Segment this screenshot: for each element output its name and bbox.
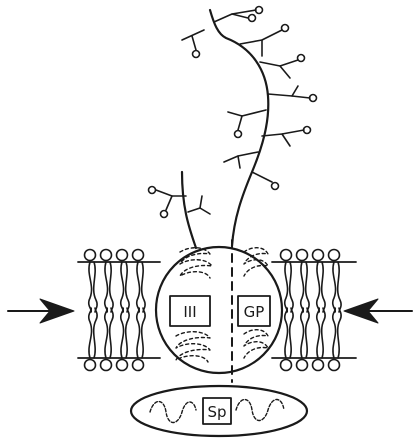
left-lipid-tails <box>89 262 145 358</box>
left-lipid-heads-bottom <box>85 360 144 371</box>
left-lipid-heads-top <box>85 250 144 261</box>
band3-carbohydrate <box>149 172 211 248</box>
right-bilayer <box>272 250 356 371</box>
spectrin-label: Sp <box>207 403 226 421</box>
band3-label: III <box>183 303 196 321</box>
spectrin: Sp <box>131 386 307 436</box>
chain-branches <box>182 7 317 190</box>
right-lipid-heads-bottom <box>281 360 340 371</box>
glycophorin-label: GP <box>244 303 265 321</box>
right-arrow <box>344 299 412 323</box>
right-lipid-heads-top <box>281 250 340 261</box>
right-lipid-tails <box>285 262 341 358</box>
left-bilayer <box>78 250 160 371</box>
left-arrow <box>8 299 74 323</box>
protein-complex: III GP <box>156 240 282 382</box>
